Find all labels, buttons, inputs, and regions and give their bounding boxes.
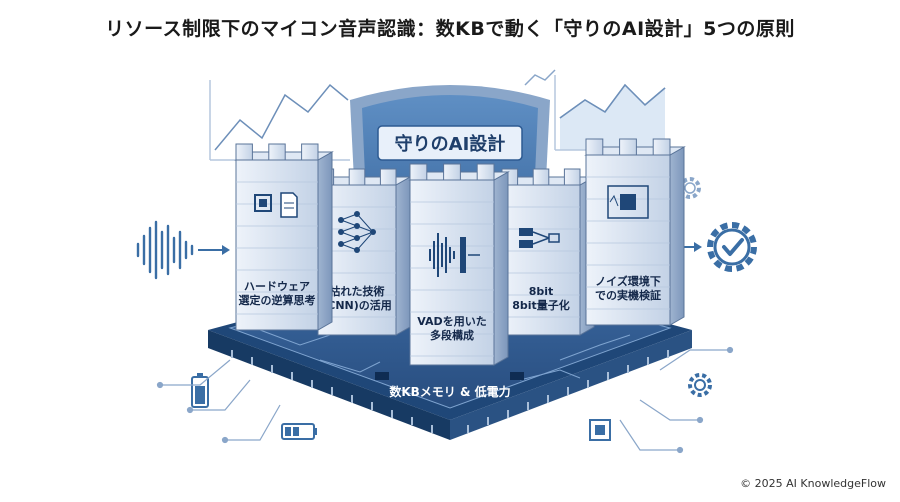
chip-icon (589, 419, 611, 441)
chip-document-icon (254, 192, 298, 218)
tower-label-line1: 8bit (529, 285, 554, 298)
sound-wave-icon (136, 220, 194, 280)
base-label: 数KBメモリ & 低電力 (389, 384, 510, 399)
waveform-filter-icon (429, 233, 480, 277)
arrow-right-icon (198, 245, 230, 255)
tower-label-line2: (CNN)の活用 (322, 298, 392, 312)
noisy-chip-icon (607, 185, 649, 219)
battery-icon (191, 373, 209, 408)
page-title: リソース制限下のマイコン音声認識：数KBで動く「守りのAI設計」5つの原則 (105, 18, 795, 40)
tower-label-line2: 8bit量子化 (512, 298, 570, 312)
gear-check-icon (707, 222, 757, 272)
neural-network-icon (338, 211, 376, 253)
battery-icon (281, 423, 317, 440)
tower-label-line2: 選定の逆算思考 (239, 293, 316, 307)
quantization-icon (519, 228, 560, 248)
gear-icon (688, 373, 712, 397)
tower-label-line1: ノイズ環境下 (595, 274, 661, 288)
circuit-traces (156, 346, 734, 454)
tower-label-line1: VADを用いた (417, 315, 486, 328)
copyright-text: © 2025 AI KnowledgeFlow (740, 477, 886, 490)
tower-label-line1: 枯れた技術 (330, 284, 385, 298)
tower-label-line2: 多段構成 (430, 328, 474, 342)
tower-label-line1: ハードウェア (244, 280, 310, 293)
tower-label-line2: での実機検証 (595, 288, 661, 302)
shield-label: 守りのAI設計 (395, 133, 506, 155)
